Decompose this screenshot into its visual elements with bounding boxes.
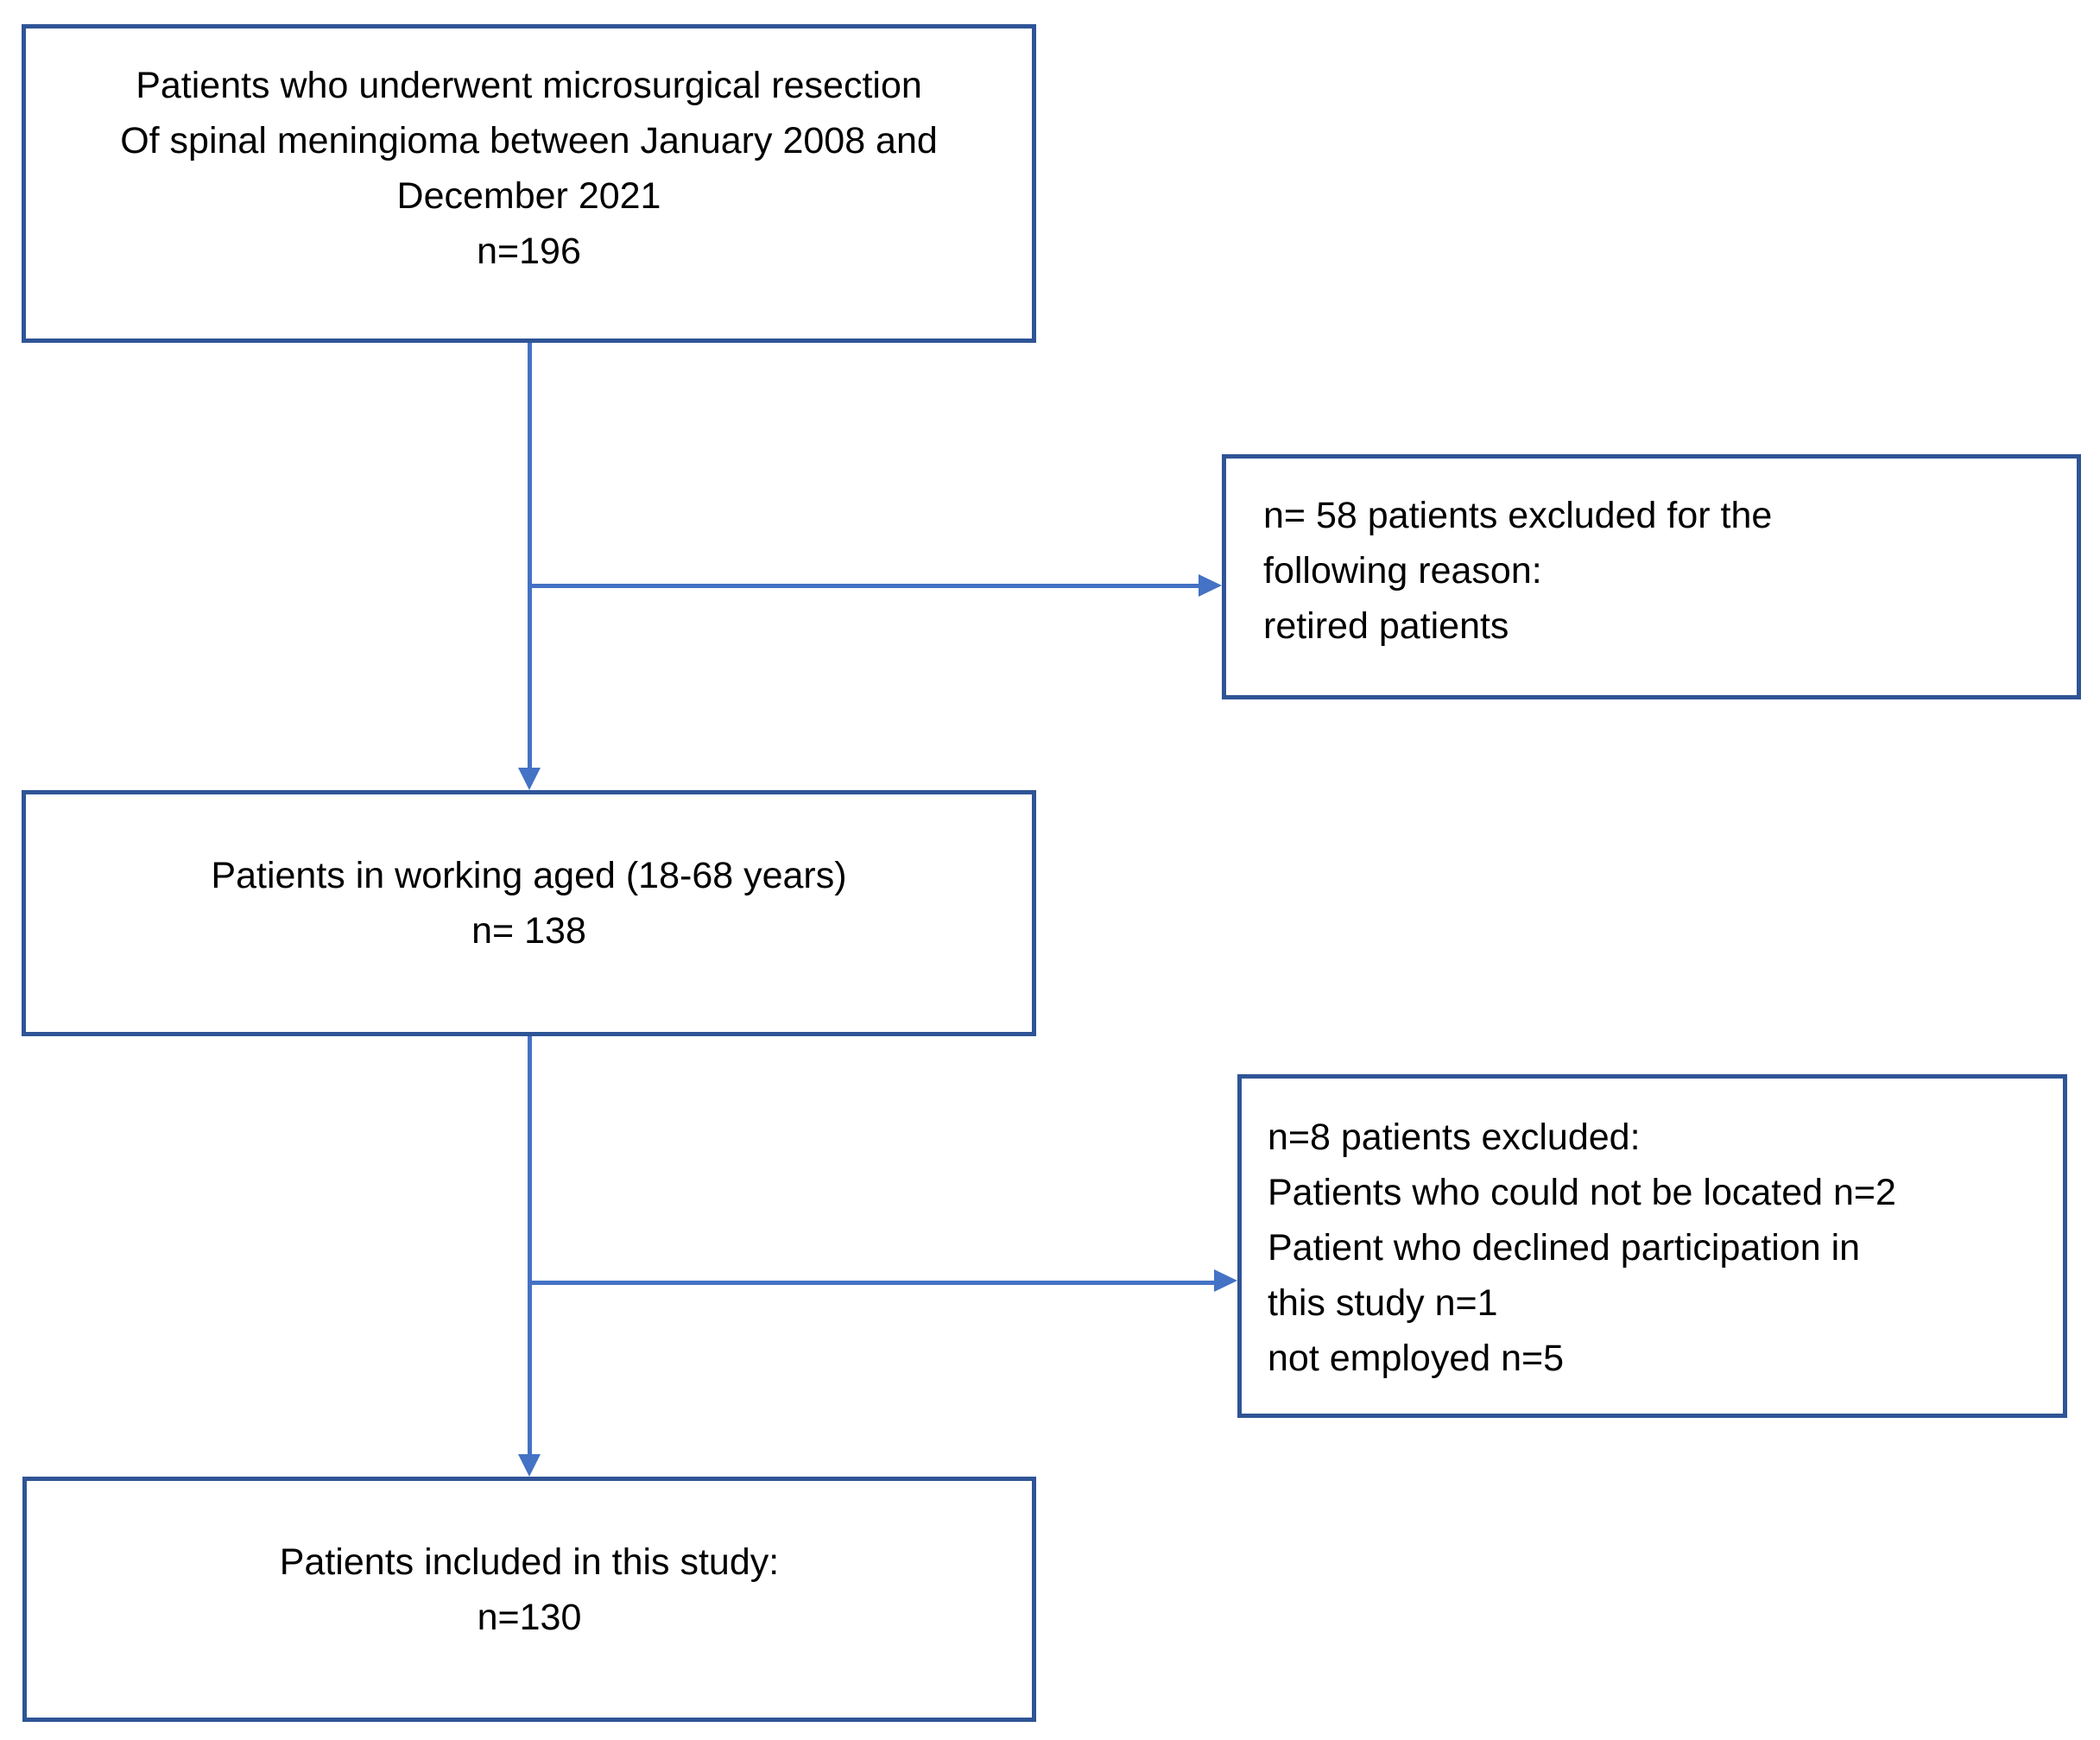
node-count-label: n= 138 xyxy=(471,910,586,952)
node-text-line: not employed n=5 xyxy=(1268,1338,1565,1379)
node-text-line: Patients included in this study: xyxy=(279,1541,780,1583)
node-initial-cohort: Patients who underwent microsurgical res… xyxy=(22,24,1036,343)
connector-initial-to-working-age xyxy=(528,343,532,769)
arrowhead-down-icon xyxy=(518,768,541,790)
connector-working-age-to-included xyxy=(528,1036,532,1456)
node-count-label: n=130 xyxy=(477,1597,582,1638)
node-text-line: December 2021 xyxy=(396,175,661,217)
node-text-line: Patient who declined participation in xyxy=(1268,1227,1861,1269)
node-text-line: Of spinal meningioma between January 200… xyxy=(120,120,938,161)
node-text-line: Patients in working aged (18-68 years) xyxy=(211,855,847,896)
arrowhead-right-icon xyxy=(1214,1269,1237,1292)
connector-branch-excluded-other xyxy=(529,1281,1216,1285)
arrowhead-down-icon xyxy=(518,1454,541,1477)
connector-branch-excluded-retired xyxy=(529,584,1200,588)
node-text-line: following reason: xyxy=(1263,550,1542,592)
node-included: Patients included in this study: n=130 xyxy=(22,1477,1036,1722)
node-text-line: Patients who could not be located n=2 xyxy=(1268,1172,1896,1213)
node-text-line: n= 58 patients excluded for the xyxy=(1263,495,1773,536)
node-count-label: n=196 xyxy=(477,231,581,272)
node-excluded-retired: n= 58 patients excluded for the followin… xyxy=(1222,454,2081,699)
node-text-line: retired patients xyxy=(1263,605,1509,647)
arrowhead-right-icon xyxy=(1199,574,1222,597)
node-excluded-other: n=8 patients excluded: Patients who coul… xyxy=(1237,1074,2067,1418)
node-text-line: this study n=1 xyxy=(1268,1282,1498,1324)
node-working-age: Patients in working aged (18-68 years) n… xyxy=(22,790,1036,1036)
node-text-line: Patients who underwent microsurgical res… xyxy=(136,65,922,106)
node-text-line: n=8 patients excluded: xyxy=(1268,1117,1641,1158)
